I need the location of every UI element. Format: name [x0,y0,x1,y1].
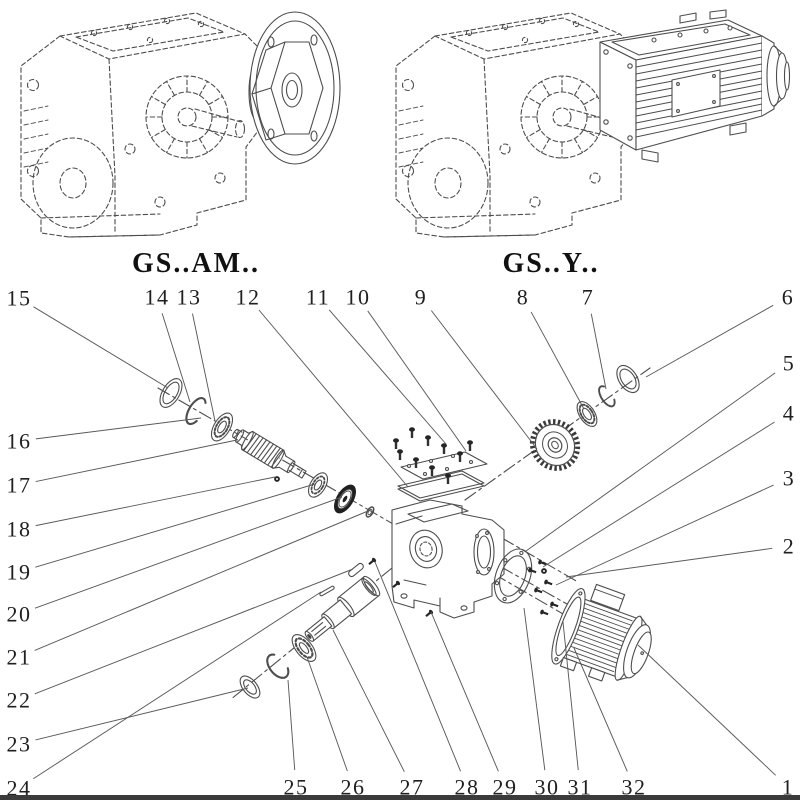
callout-6: 6 [782,285,795,310]
part-bearing-19 [307,472,329,498]
leader-line-5 [525,372,776,552]
leader-line-18 [35,476,276,527]
callout-2: 2 [783,534,796,559]
leader-line-1 [637,644,776,776]
leader-line-24 [33,591,322,780]
callout-12: 12 [236,285,261,310]
leader-line-8 [530,311,585,410]
callout-29: 29 [493,775,518,800]
leader-line-20 [34,496,343,609]
callout-30: 30 [535,775,560,800]
part-circlip-14 [185,397,207,425]
leader-line-27 [332,629,405,773]
callout-20: 20 [7,602,32,627]
callout-7: 7 [582,285,595,310]
callout-1: 1 [782,775,795,800]
model-label-gsy: GS..Y.. [502,248,599,279]
callout-21: 21 [7,645,32,670]
part-gear-9 [529,419,581,471]
leader-line-23 [35,687,249,741]
leader-line-32 [573,647,628,772]
gearbox-drawing-gsam [20,11,341,238]
callout-24: 24 [7,776,32,800]
callout-15: 15 [7,286,32,311]
part-disc-gear-20 [334,484,356,514]
part-seal-23 [239,675,261,699]
callout-4: 4 [783,401,796,426]
callout-23: 23 [7,732,32,757]
bottom-bar [0,795,800,800]
callout-17: 17 [7,473,32,498]
part-gasket-12 [397,470,485,502]
callout-22: 22 [7,688,32,713]
callout-26: 26 [341,775,366,800]
cover-screws [391,426,475,486]
part-key-22 [348,562,364,578]
callout-13: 13 [177,285,202,310]
leader-line-26 [306,656,348,772]
leader-line-31 [562,621,579,771]
part-bearing-8 [576,401,598,427]
leader-line-21 [34,510,369,651]
callout-27: 27 [400,775,425,800]
motor-drawing [599,9,791,163]
part-output-shaft-27 [304,575,381,642]
part-washer [361,578,377,596]
part-housing [391,499,505,619]
leader-line-29 [430,611,499,772]
leader-line-7 [590,313,607,390]
leader-line-12 [258,309,409,488]
leader-line-16 [35,417,202,440]
leader-line-2 [565,547,773,578]
leader-line-19 [35,483,316,568]
callout-8: 8 [517,285,530,310]
callout-25: 25 [284,775,309,800]
leader-line-10 [367,310,467,452]
part-circlip-7 [598,385,616,408]
leader-line-25 [287,679,296,771]
exploded-view [157,364,652,701]
callout-16: 16 [7,429,32,454]
leader-line-22 [34,568,354,695]
leader-line-9 [430,310,538,450]
callout-11: 11 [306,285,330,310]
callout-14: 14 [145,285,170,310]
part-bearing-13 [210,412,234,442]
callout-19: 19 [7,560,32,585]
leader-line-13 [192,313,216,422]
model-label-gsam: GS..AM.. [132,248,260,279]
flange-drawing [248,11,341,165]
leader-line-6 [645,304,774,378]
gearbox-drawing-gsy [395,9,791,238]
callout-9: 9 [415,285,428,310]
callout-28: 28 [455,775,480,800]
part-circlip-25 [266,653,290,679]
callout-31: 31 [568,775,593,800]
leader-line-17 [35,439,238,483]
part-bearing-26 [291,634,317,662]
leader-line-30 [523,607,546,771]
callout-3: 3 [783,466,796,491]
leader-line-3 [555,484,774,586]
part-cover-plate [400,451,488,480]
callout-18: 18 [7,517,32,542]
part-seal-6 [616,364,640,394]
callout-10: 10 [346,285,371,310]
callout-32: 32 [622,775,647,800]
leader-line-15 [33,306,169,389]
part-motor-1 [551,583,652,682]
part-worm-shaft [232,428,307,479]
part-pin-24 [319,585,335,597]
part-seal-15 [159,378,183,408]
callout-5: 5 [783,351,796,376]
leader-line-14 [161,313,191,403]
leader-line-28 [374,561,462,772]
leader-line-11 [328,309,447,445]
part-ring-21 [365,506,375,518]
leader-line-4 [542,421,775,568]
